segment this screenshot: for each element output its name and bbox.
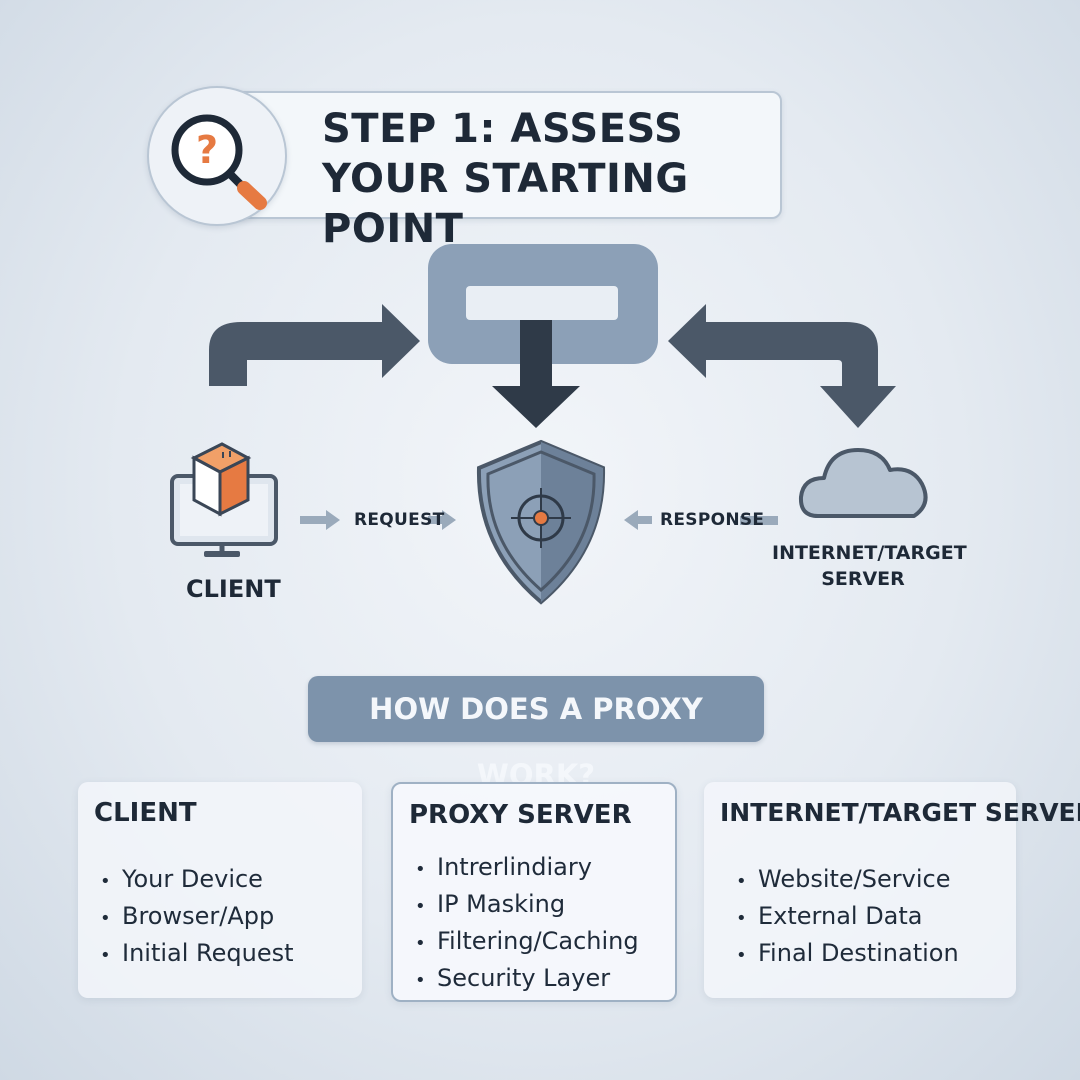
search-question-icon: ?	[171, 114, 267, 210]
server-card-list: Website/Service External Data Final Dest…	[736, 862, 959, 973]
monitor-box-icon	[170, 442, 278, 557]
server-label-line-2: SERVER	[821, 568, 905, 590]
proxy-card: PROXY SERVER Intrerlindiary IP Masking F…	[391, 782, 677, 1002]
list-item: Browser/App	[100, 899, 294, 936]
right-flow-arrow	[668, 304, 896, 428]
list-item: IP Masking	[415, 887, 639, 924]
client-card: CLIENT Your Device Browser/App Initial R…	[78, 782, 362, 998]
proxy-card-list: Intrerlindiary IP Masking Filtering/Cach…	[415, 850, 639, 998]
list-item: Intrerlindiary	[415, 850, 639, 887]
shield-target-icon	[476, 439, 606, 605]
request-arrows	[300, 510, 456, 530]
server-label-line-1: INTERNET/TARGET	[772, 542, 967, 564]
client-card-title: CLIENT	[94, 798, 197, 828]
question-mark-glyph: ?	[196, 128, 218, 172]
left-flow-arrow	[209, 304, 420, 386]
list-item: Initial Request	[100, 936, 294, 973]
list-item: Your Device	[100, 862, 294, 899]
title-line-2: YOUR STARTING POINT	[322, 156, 689, 252]
list-item: Final Destination	[736, 936, 959, 973]
center-down-arrow	[492, 320, 580, 428]
server-card: INTERNET/TARGET SERVER Website/Service E…	[704, 782, 1080, 998]
page-title: STEP 1: ASSESS YOUR STARTING POINT	[322, 104, 762, 254]
title-line-1: STEP 1: ASSESS	[322, 106, 684, 152]
list-item: Filtering/Caching	[415, 924, 639, 961]
title-box	[232, 91, 782, 219]
server-label: INTERNET/TARGET SERVER	[772, 540, 967, 592]
client-card-list: Your Device Browser/App Initial Request	[100, 862, 294, 973]
list-item: Website/Service	[736, 862, 959, 899]
proxy-card-title: PROXY SERVER	[409, 800, 632, 830]
list-item: External Data	[736, 899, 959, 936]
request-label: REQUEST	[354, 510, 445, 530]
response-arrows	[624, 510, 778, 530]
cloud-icon	[798, 448, 928, 518]
section-banner: HOW DOES A PROXY WORK?	[308, 676, 764, 792]
list-item: Security Layer	[415, 961, 639, 998]
response-label: RESPONSE	[660, 510, 765, 530]
proxy-hub-slot	[466, 286, 618, 320]
server-card-title: INTERNET/TARGET SERVER	[720, 798, 1080, 827]
client-label: CLIENT	[186, 575, 281, 603]
